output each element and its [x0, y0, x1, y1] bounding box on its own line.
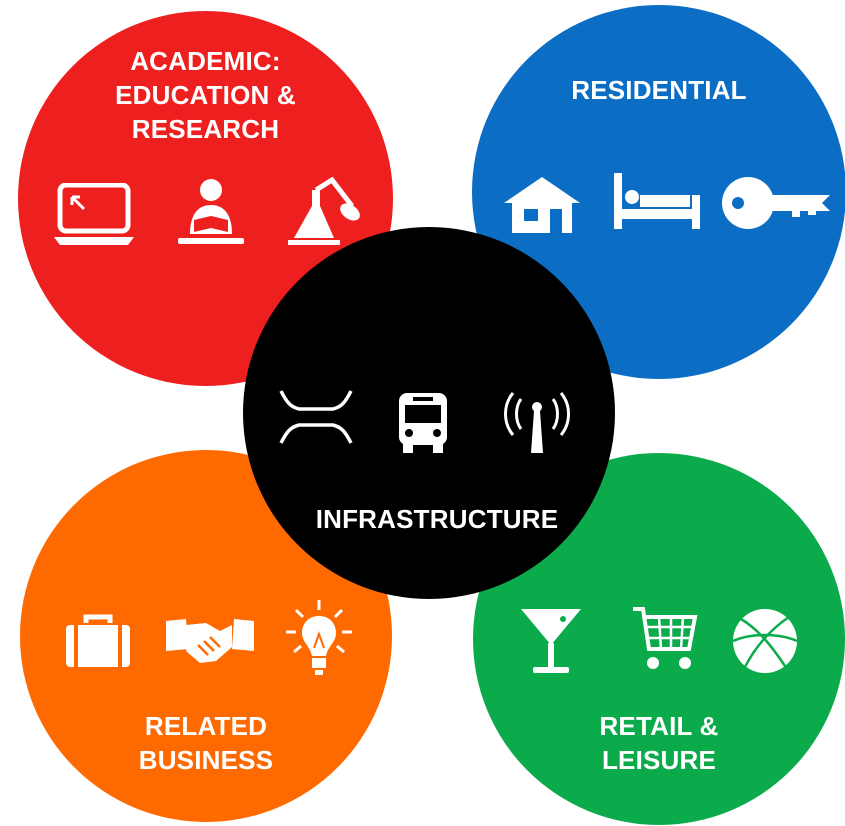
- business-label: RELATED BUSINESS: [20, 709, 392, 777]
- business-label-line-1: RELATED: [144, 711, 268, 741]
- retail-label-line-1: RETAIL &: [599, 711, 719, 741]
- handshake-icon: [164, 615, 256, 669]
- bus-icon: [395, 391, 451, 455]
- infrastructure-label-line-1: INFRASTRUCTURE: [315, 504, 559, 534]
- residential-label-line-1: RESIDENTIAL: [571, 75, 747, 105]
- retail-label: RETAIL & LEISURE: [473, 709, 845, 777]
- bed-icon: [612, 171, 702, 233]
- basketball-icon: [731, 607, 799, 675]
- laptop-icon: [54, 183, 134, 249]
- cocktail-glass-icon: [519, 605, 583, 677]
- bridge-icon: [277, 387, 355, 447]
- reading-person-icon: [176, 176, 246, 248]
- academic-circle: ACADEMIC: EDUCATION & RESEARCH: [18, 11, 393, 386]
- academic-label: ACADEMIC: EDUCATION & RESEARCH: [18, 44, 393, 146]
- key-icon: [720, 175, 832, 235]
- infrastructure-label: INFRASTRUCTURE: [243, 502, 615, 536]
- business-label-line-2: BUSINESS: [138, 745, 274, 775]
- academic-label-line-3: RESEARCH: [131, 114, 280, 144]
- retail-label-line-2: LEISURE: [601, 745, 717, 775]
- business-circle: RELATED BUSINESS: [20, 450, 392, 822]
- lab-flask-lamp-icon: [286, 176, 366, 248]
- academic-label-line-1: ACADEMIC:: [130, 46, 281, 76]
- lightbulb-icon: [284, 598, 354, 678]
- signal-tower-icon: [497, 383, 577, 455]
- academic-label-line-2: EDUCATION &: [115, 80, 296, 110]
- house-icon: [502, 175, 582, 235]
- shopping-cart-icon: [631, 603, 699, 673]
- infrastructure-circle: INFRASTRUCTURE: [243, 227, 615, 599]
- residential-label: RESIDENTIAL: [472, 73, 845, 107]
- briefcase-icon: [64, 613, 132, 669]
